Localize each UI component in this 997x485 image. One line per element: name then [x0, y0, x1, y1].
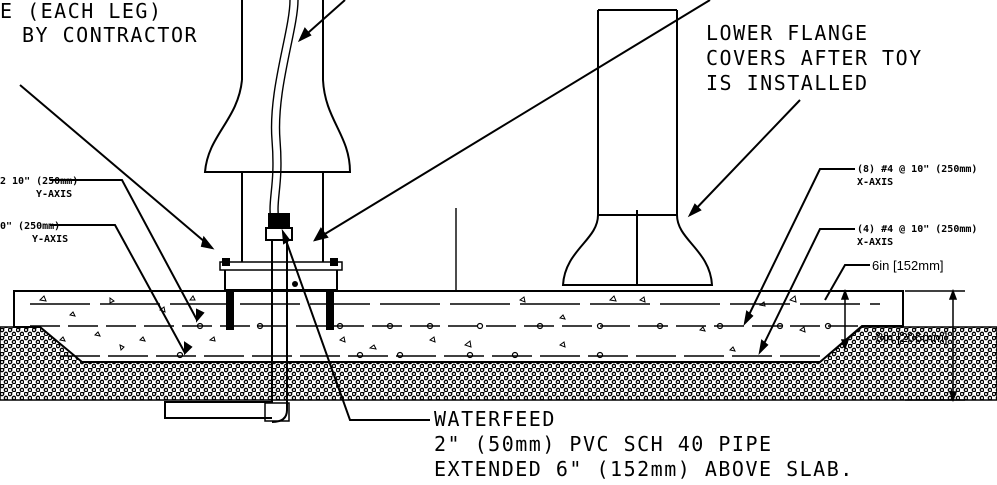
label-rebar-y2-1: 0" (250mm)	[0, 221, 60, 232]
label-lower-flange-1: LOWER FLANGE	[706, 21, 869, 45]
label-waterfeed-1: WATERFEED	[434, 407, 556, 431]
label-top-left-1: E (EACH LEG)	[0, 0, 163, 23]
label-rebar-x1-2: X-AXIS	[857, 177, 893, 188]
wire-bundle	[269, 0, 299, 227]
label-rebar-y1-2: Y-AXIS	[36, 189, 72, 200]
label-waterfeed-2: 2" (50mm) PVC SCH 40 PIPE	[434, 432, 773, 456]
label-waterfeed-3: EXTENDED 6" (152mm) ABOVE SLAB.	[434, 457, 854, 481]
label-lower-flange-2: COVERS AFTER TOY	[706, 46, 923, 70]
label-dim-top: 6in [152mm]	[872, 258, 944, 273]
right-post	[455, 9, 714, 290]
concrete-slab	[13, 290, 904, 363]
label-top-left-2: BY CONTRACTOR	[22, 23, 198, 47]
label-rebar-x2-2: X-AXIS	[857, 237, 893, 248]
waterfeed-pipe	[164, 213, 293, 423]
dimension-lines	[840, 288, 965, 403]
label-lower-flange-3: IS INSTALLED	[706, 71, 869, 95]
leader-lines	[19, 0, 870, 421]
label-rebar-y1-1: 2 10" (250mm)	[0, 176, 78, 187]
left-post	[203, 0, 352, 330]
label-rebar-x2-1: (4) #4 @ 10" (250mm)	[857, 224, 977, 235]
label-dim-slab: 8in [206mm]	[876, 330, 948, 345]
label-rebar-x1-1: (8) #4 @ 10" (250mm)	[857, 164, 977, 175]
label-rebar-y2-2: Y-AXIS	[32, 234, 68, 245]
